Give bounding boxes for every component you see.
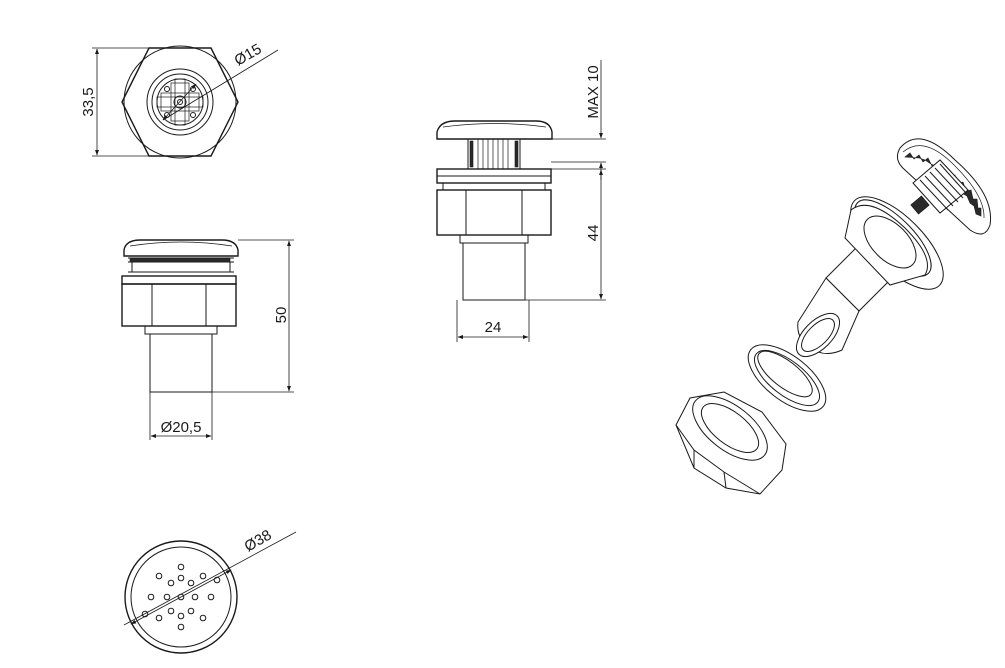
- bottom-view: [123, 531, 297, 654]
- thread-lines: [469, 139, 519, 169]
- side-width-label: 24: [485, 319, 502, 336]
- exploded-view: [675, 138, 992, 495]
- exploded-washer: [747, 344, 827, 412]
- exploded-body: [795, 196, 944, 358]
- front-view: [121, 239, 294, 440]
- insert-diameter-label: Ø15: [232, 41, 265, 70]
- insert-threads: [910, 163, 967, 215]
- max-thickness-label: MAX 10: [585, 65, 602, 118]
- exploded-cap: [896, 138, 992, 235]
- top-view: [92, 45, 279, 159]
- exploded-nut: [675, 391, 787, 495]
- cap-diameter-label: Ø38: [242, 527, 275, 556]
- hex-across-flats-label: 33,5: [80, 87, 97, 116]
- total-height-label: 50: [273, 307, 290, 324]
- body-diameter-label: Ø20,5: [161, 419, 202, 436]
- side-height-label: 44: [585, 225, 602, 242]
- cap-teeth: [129, 257, 231, 263]
- side-view: [436, 60, 606, 342]
